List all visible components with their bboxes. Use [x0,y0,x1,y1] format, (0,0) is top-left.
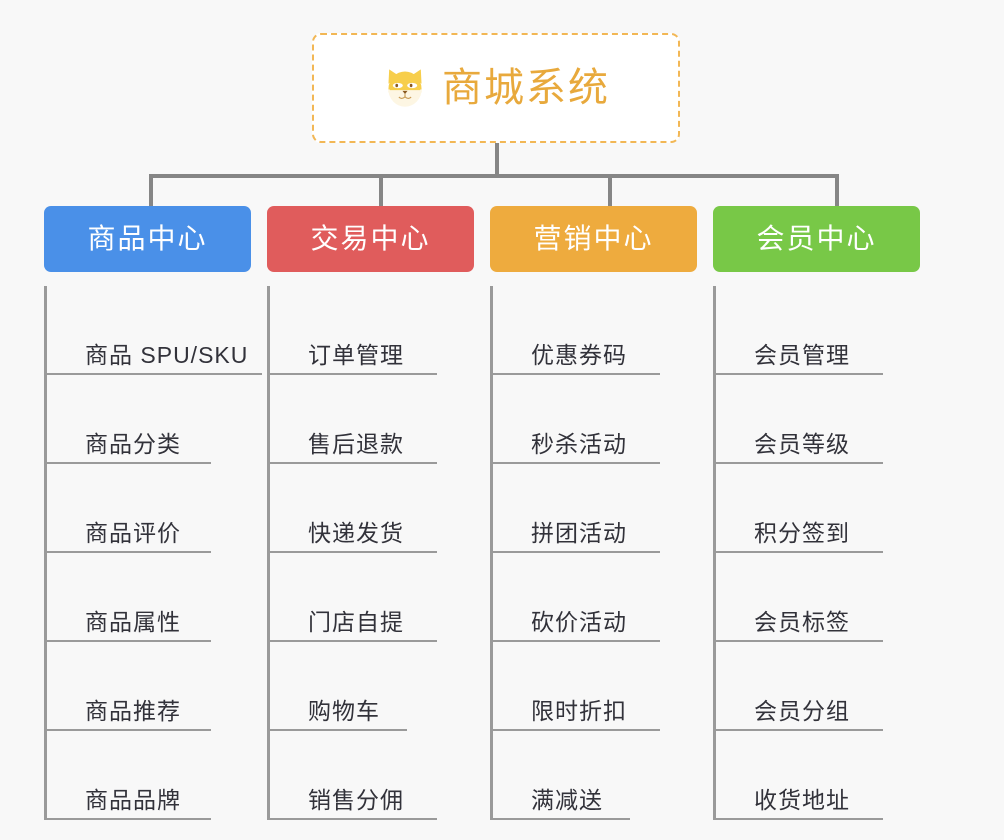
leaf-item[interactable]: 会员分组 [713,642,920,731]
leaf-item[interactable]: 会员等级 [713,375,920,464]
connector-root-vertical [495,143,499,177]
leaf-item[interactable]: 商品分类 [44,375,251,464]
leaf-label: 门店自提 [308,609,404,635]
leaf-item[interactable]: 商品 SPU/SKU [44,286,262,375]
leaf-label: 积分签到 [754,520,850,546]
leaf-label: 快递发货 [308,520,404,546]
leaf-item[interactable]: 售后退款 [267,375,474,464]
root-node-商城系统[interactable]: 商城系统 [312,33,680,143]
leaf-label: 商品属性 [85,609,181,635]
leaf-list-0: 商品 SPU/SKU 商品分类 商品评价 商品属性 商品推荐 商品品牌 [44,286,262,820]
leaf-label: 销售分佣 [308,787,404,813]
leaf-label: 会员等级 [754,431,850,457]
leaf-label: 商品推荐 [85,698,181,724]
category-label-1: 交易中心 [310,223,431,254]
leaf-label: 拼团活动 [531,520,627,546]
leaf-item[interactable]: 销售分佣 [267,731,474,820]
shiba-inu-icon [382,65,428,111]
root-title: 商城系统 [442,66,610,110]
leaf-label: 满减送 [531,787,603,813]
leaf-item[interactable]: 拼团活动 [490,464,697,553]
leaf-item[interactable]: 商品属性 [44,553,251,642]
leaf-label: 限时折扣 [531,698,627,724]
leaf-item[interactable]: 收货地址 [713,731,920,820]
connector-drop-3 [835,174,839,206]
leaf-item[interactable]: 商品推荐 [44,642,251,731]
leaf-label: 售后退款 [308,431,404,457]
leaf-label: 商品评价 [85,520,181,546]
connector-drop-0 [149,174,153,206]
leaf-item[interactable]: 满减送 [490,731,697,820]
leaf-item[interactable]: 订单管理 [267,286,474,375]
connector-drop-2 [608,174,612,206]
column-商品中心: 商品中心 商品 SPU/SKU 商品分类 商品评价 商品属性 商品推荐 商品品牌 [44,206,262,820]
category-header-1[interactable]: 交易中心 [267,206,474,272]
leaf-item[interactable]: 秒杀活动 [490,375,697,464]
leaf-label: 会员分组 [754,698,850,724]
leaf-label: 砍价活动 [531,609,627,635]
category-label-2: 营销中心 [533,223,654,254]
leaf-item[interactable]: 门店自提 [267,553,474,642]
leaf-item[interactable]: 快递发货 [267,464,474,553]
leaf-item[interactable]: 优惠券码 [490,286,697,375]
leaf-list-1: 订单管理 售后退款 快递发货 门店自提 购物车 销售分佣 [267,286,474,820]
column-交易中心: 交易中心 订单管理 售后退款 快递发货 门店自提 购物车 销售分佣 [267,206,474,820]
leaf-label: 优惠券码 [531,342,627,368]
leaf-label: 商品品牌 [85,787,181,813]
leaf-label: 收货地址 [754,787,850,813]
leaf-item[interactable]: 购物车 [267,642,474,731]
leaf-list-2: 优惠券码 秒杀活动 拼团活动 砍价活动 限时折扣 满减送 [490,286,697,820]
leaf-item[interactable]: 商品品牌 [44,731,251,820]
leaf-item[interactable]: 会员标签 [713,553,920,642]
column-会员中心: 会员中心 会员管理 会员等级 积分签到 会员标签 会员分组 收货地址 [713,206,920,820]
leaf-label: 订单管理 [308,342,404,368]
leaf-label: 会员标签 [754,609,850,635]
leaf-label: 购物车 [308,698,380,724]
leaf-item[interactable]: 砍价活动 [490,553,697,642]
leaf-label: 商品 SPU/SKU [85,342,249,368]
connector-horizontal-bus [149,174,839,178]
leaf-label: 会员管理 [754,342,850,368]
category-header-3[interactable]: 会员中心 [713,206,920,272]
leaf-label: 秒杀活动 [531,431,627,457]
category-label-0: 商品中心 [87,223,208,254]
leaf-list-3: 会员管理 会员等级 积分签到 会员标签 会员分组 收货地址 [713,286,920,820]
leaf-item[interactable]: 限时折扣 [490,642,697,731]
connector-drop-1 [379,174,383,206]
category-header-2[interactable]: 营销中心 [490,206,697,272]
category-columns: 商品中心 商品 SPU/SKU 商品分类 商品评价 商品属性 商品推荐 商品品牌… [0,206,1004,820]
column-营销中心: 营销中心 优惠券码 秒杀活动 拼团活动 砍价活动 限时折扣 满减送 [490,206,697,820]
category-header-0[interactable]: 商品中心 [44,206,251,272]
leaf-item[interactable]: 积分签到 [713,464,920,553]
category-label-3: 会员中心 [756,223,877,254]
leaf-item[interactable]: 商品评价 [44,464,251,553]
leaf-item[interactable]: 会员管理 [713,286,920,375]
leaf-label: 商品分类 [85,431,181,457]
